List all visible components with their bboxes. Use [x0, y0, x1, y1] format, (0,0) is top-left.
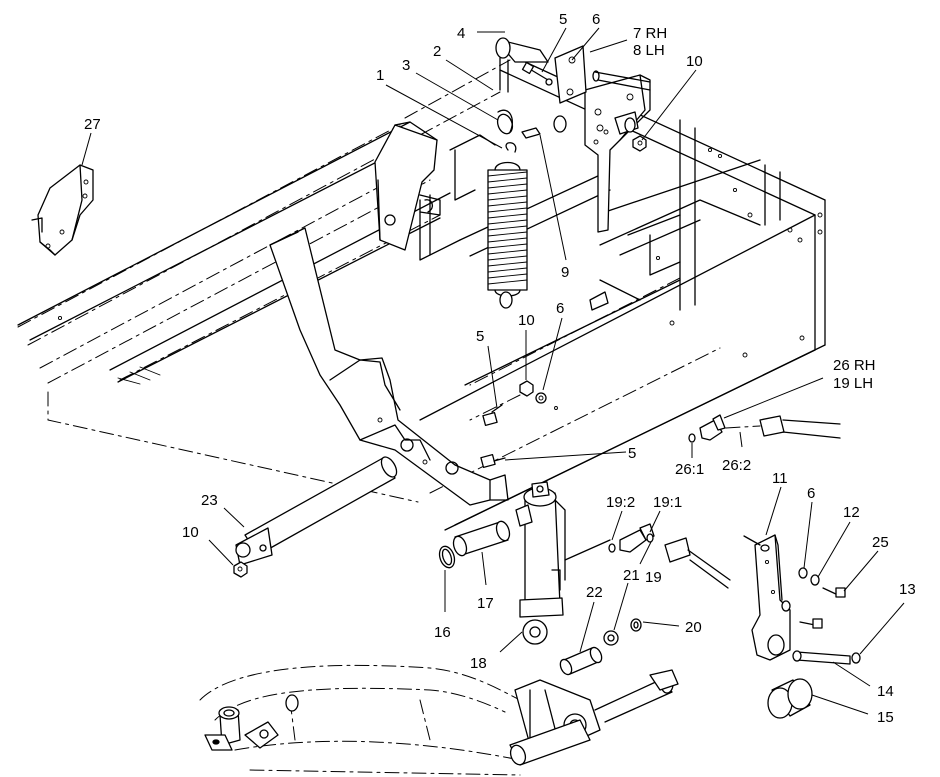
callout-19: 19: [645, 569, 662, 586]
callout-5: 5: [559, 11, 567, 28]
callout-19-2: 19:2: [606, 494, 635, 511]
callout-5-lower: 5: [628, 445, 636, 462]
callout-22: 22: [586, 584, 603, 601]
mid-hardware-stack: [480, 380, 558, 469]
callout-5-mid: 5: [476, 328, 484, 345]
callout-23: 23: [201, 492, 218, 509]
main-frame-weldment: [17, 54, 826, 531]
loose-bracket: [31, 164, 94, 256]
lift-arm-weldment: [269, 227, 509, 506]
callout-1: 1: [376, 67, 384, 84]
callout-2: 2: [433, 43, 441, 60]
callout-10-mid: 10: [518, 312, 535, 329]
callout-11: 11: [772, 470, 788, 487]
callout-6: 6: [592, 11, 600, 28]
callout-26-2: 26:2: [722, 457, 751, 474]
callout-20: 20: [685, 619, 702, 636]
pivot-tube: [233, 456, 398, 578]
callout-27: 27: [84, 116, 101, 133]
leader-lines: [81, 27, 905, 715]
callout-12: 12: [843, 504, 860, 521]
pivot-pin-bracket: [495, 37, 651, 152]
lower-arm-phantom: [199, 664, 679, 776]
callout-25: 25: [872, 534, 889, 551]
callout-15: 15: [877, 709, 894, 726]
callout-16: 16: [434, 624, 451, 641]
callout-17: 17: [477, 595, 494, 612]
callout-18: 18: [470, 655, 487, 672]
callout-21: 21: [623, 567, 640, 584]
callout-4: 4: [457, 25, 465, 42]
callout-14: 14: [877, 683, 894, 700]
callout-7-rh: 7 RH: [633, 25, 667, 42]
callout-8-lh: 8 LH: [633, 42, 665, 59]
callout-9: 9: [561, 264, 569, 281]
hydraulic-fittings: [608, 414, 841, 589]
callout-26-1: 26:1: [675, 461, 704, 478]
callout-19-lh: 19 LH: [833, 375, 873, 392]
callout-13: 13: [899, 581, 916, 598]
callout-10-left: 10: [182, 524, 199, 541]
bushing-and-ring: [438, 520, 511, 569]
callout-6-mid: 6: [556, 300, 564, 317]
callout-3: 3: [402, 57, 410, 74]
hydraulic-cylinder: [515, 481, 611, 645]
callout-26-rh: 26 RH: [833, 357, 876, 374]
callout-6-right: 6: [807, 485, 815, 502]
extension-spring: [487, 109, 567, 309]
spring-mount-bracket: [374, 121, 441, 251]
side-bracket: [743, 534, 861, 719]
callout-19-1: 19:1: [653, 494, 682, 511]
callout-10: 10: [686, 53, 703, 70]
clevis-pin-and-washers: [559, 618, 642, 676]
callout-labels: 4 5 6 7 RH 8 LH 10 2 3 1 27 9 5 10 6 26 …: [84, 11, 916, 726]
